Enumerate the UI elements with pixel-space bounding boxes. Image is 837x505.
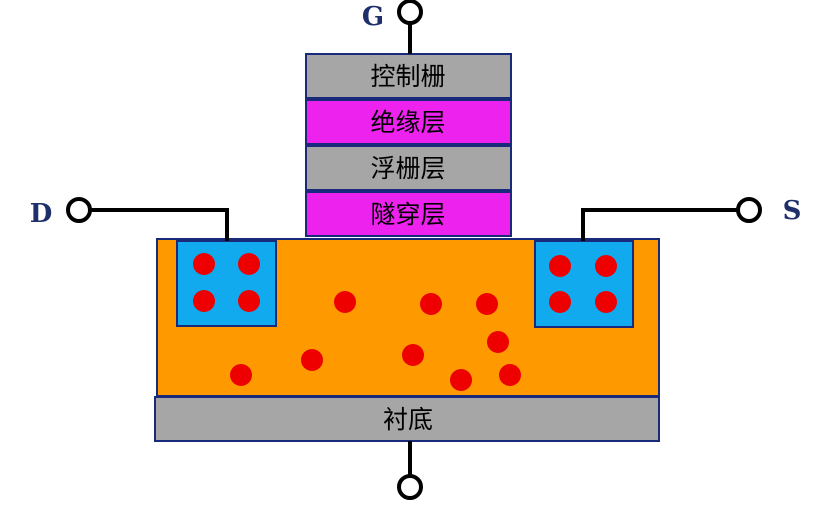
gate-terminal-label: G xyxy=(362,2,384,32)
electron-icon xyxy=(450,369,472,391)
tunnel-layer xyxy=(305,191,512,237)
drain-terminal: D xyxy=(30,197,229,241)
floating-gate-layer xyxy=(305,145,512,191)
gate-terminal-icon xyxy=(397,0,423,25)
source-terminal: S xyxy=(581,196,802,241)
insulation-layer-label: 绝缘层 xyxy=(370,108,445,137)
electron-icon xyxy=(193,290,215,312)
electron-icon xyxy=(595,255,617,277)
floating-gate-label: 浮栅层 xyxy=(370,154,445,183)
control-gate-label: 控制栅 xyxy=(370,62,445,91)
tunnel-layer-label: 隧穿层 xyxy=(370,200,445,229)
source-wire xyxy=(581,208,738,241)
electron-icon xyxy=(487,331,509,353)
source-terminal-label: S xyxy=(783,196,802,226)
drain-wire xyxy=(91,208,229,241)
drain-terminal-icon xyxy=(66,197,92,223)
insulation-layer xyxy=(305,99,512,145)
source-region xyxy=(534,240,634,328)
source-terminal-icon xyxy=(736,197,762,223)
electron-icon xyxy=(301,349,323,371)
electron-icon xyxy=(402,344,424,366)
bulk-terminal xyxy=(397,441,423,500)
gate-terminal: G xyxy=(362,0,423,54)
source-well xyxy=(534,240,634,328)
substrate-layer xyxy=(154,396,660,442)
substrate-label: 衬底 xyxy=(383,405,433,434)
electron-icon xyxy=(499,364,521,386)
electron-icon xyxy=(334,291,356,313)
electron-icon xyxy=(420,293,442,315)
electron-icon xyxy=(595,291,617,313)
electron-icon xyxy=(549,291,571,313)
drain-region xyxy=(176,240,277,327)
control-gate-layer xyxy=(305,53,512,99)
substrate-electrons xyxy=(230,291,521,391)
electron-icon xyxy=(238,290,260,312)
electron-icon xyxy=(193,253,215,275)
electron-icon xyxy=(476,293,498,315)
bulk-terminal-icon xyxy=(397,474,423,500)
gate-stack: 控制栅 绝缘层 浮栅层 隧穿层 xyxy=(305,53,512,237)
electron-icon xyxy=(549,255,571,277)
substrate-layer-group: 衬底 xyxy=(154,396,660,442)
drain-terminal-label: D xyxy=(30,199,53,229)
electron-icon xyxy=(230,364,252,386)
electron-icon xyxy=(238,253,260,275)
drain-well xyxy=(176,240,277,327)
